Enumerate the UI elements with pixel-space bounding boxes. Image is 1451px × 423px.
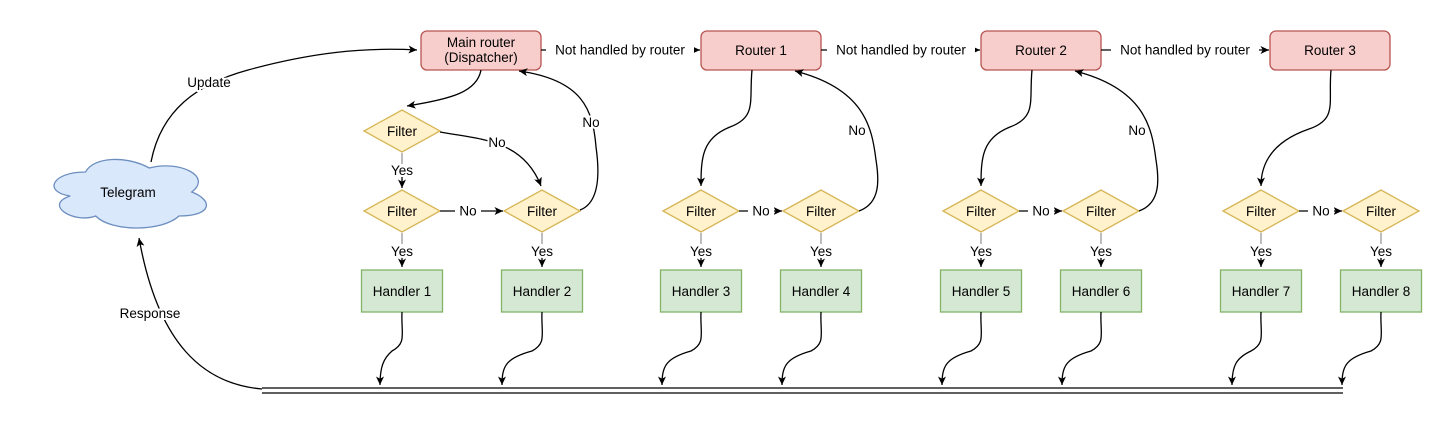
edge-router3-to-filter xyxy=(1257,69,1332,187)
handler-6-label: Handler 6 xyxy=(1072,284,1131,299)
edge-router2-to-filter xyxy=(977,69,1033,187)
edge-filter-top-no xyxy=(439,131,542,187)
filter-label: Filter xyxy=(387,204,418,219)
label-yes: Yes xyxy=(391,244,413,259)
filter-dispatcher-right xyxy=(502,189,582,233)
filter-label: Filter xyxy=(1086,204,1117,219)
edge-update xyxy=(150,45,418,163)
label-bg xyxy=(827,43,975,58)
handler-7-label: Handler 7 xyxy=(1232,284,1291,299)
filter-label: Filter xyxy=(1246,204,1277,219)
label-bg xyxy=(1028,204,1054,218)
label-yes: Yes xyxy=(1370,244,1392,259)
filter-label: Filter xyxy=(686,204,717,219)
edge-handler1-to-bus xyxy=(376,311,404,386)
dispatcher-label-line2: (Dispatcher) xyxy=(444,50,518,65)
edge-filter-no-return-router1 xyxy=(794,69,879,212)
filter-label: Filter xyxy=(387,124,418,139)
handler-4-label: Handler 4 xyxy=(792,284,851,299)
router-3-label: Router 3 xyxy=(1304,43,1356,58)
edge-router1-to-filter xyxy=(697,69,753,187)
edge-handler3-to-bus xyxy=(658,311,703,386)
label-yes: Yes xyxy=(970,244,992,259)
filter-label: Filter xyxy=(806,204,837,219)
label-not-handled-2: Not handled by router xyxy=(836,43,966,58)
handler-2-node xyxy=(500,269,584,313)
label-yes: Yes xyxy=(690,244,712,259)
label-not-handled-1: Not handled by router xyxy=(555,43,685,58)
filter-nodes xyxy=(362,109,1421,233)
label-no: No xyxy=(1312,204,1329,219)
handler-8-node xyxy=(1339,269,1423,313)
handler-6-node xyxy=(1059,269,1143,313)
label-yes: Yes xyxy=(810,244,832,259)
filter-label: Filter xyxy=(966,204,997,219)
router-nodes xyxy=(420,30,1391,71)
edge-handler5-to-bus xyxy=(938,311,983,386)
handler-2-label: Handler 2 xyxy=(513,284,572,299)
router-2-label: Router 2 xyxy=(1015,43,1067,58)
filter-label: Filter xyxy=(1366,204,1397,219)
edge-handler2-to-bus xyxy=(498,311,544,386)
handler-8-label: Handler 8 xyxy=(1352,284,1411,299)
dispatcher-label-line1: Main router xyxy=(447,35,516,50)
label-update: Update xyxy=(187,75,231,90)
handler-7-node xyxy=(1219,269,1303,313)
label-bg xyxy=(1111,43,1259,58)
edge-response xyxy=(136,237,263,390)
cloud-node xyxy=(53,158,208,229)
cloud-shape xyxy=(53,158,208,229)
label-no: No xyxy=(488,135,505,150)
label-bg xyxy=(748,204,774,218)
edge-handler6-to-bus xyxy=(1058,311,1103,386)
label-not-handled-3: Not handled by router xyxy=(1120,43,1250,58)
label-no: No xyxy=(848,123,865,138)
label-yes: Yes xyxy=(1090,244,1112,259)
label-no: No xyxy=(459,204,476,219)
handler-3-label: Handler 3 xyxy=(672,284,731,299)
edge-handler8-to-bus xyxy=(1338,311,1383,386)
router-1-label: Router 1 xyxy=(735,43,787,58)
handler-1-label: Handler 1 xyxy=(373,284,432,299)
handler-4-node xyxy=(779,269,863,313)
filter-label: Filter xyxy=(527,204,558,219)
handler-5-label: Handler 5 xyxy=(952,284,1011,299)
label-bg xyxy=(455,204,481,218)
label-no: No xyxy=(752,204,769,219)
label-yes: Yes xyxy=(1250,244,1272,259)
edge-filter-no-return-router2 xyxy=(1074,69,1159,212)
label-bg xyxy=(1308,204,1334,218)
filter-dispatcher-top xyxy=(362,109,442,153)
cloud-label: Telegram xyxy=(100,185,156,200)
edges xyxy=(136,45,1385,394)
edge-handler4-to-bus xyxy=(778,311,823,386)
label-yes: Yes xyxy=(531,244,553,259)
label-no: No xyxy=(1128,123,1145,138)
label-yes: Yes xyxy=(391,163,413,178)
label-no: No xyxy=(582,115,599,130)
router-3-node xyxy=(1269,30,1391,71)
label-bg xyxy=(546,43,694,58)
edge-handler7-to-bus xyxy=(1228,311,1263,386)
label-response: Response xyxy=(120,306,181,321)
edge-dispatcher-to-filter xyxy=(406,69,482,109)
labels: Telegram Main router (Dispatcher) Router… xyxy=(100,35,1411,323)
edge-filter-no-return-dispatcher xyxy=(518,68,599,211)
label-no: No xyxy=(1032,204,1049,219)
handler-3-node xyxy=(659,269,743,313)
filter-router3-right xyxy=(1341,189,1421,233)
handler-1-node xyxy=(360,269,444,313)
